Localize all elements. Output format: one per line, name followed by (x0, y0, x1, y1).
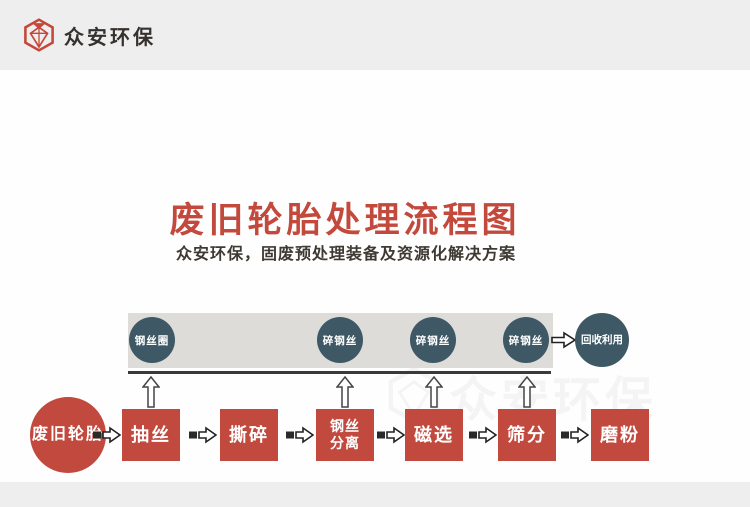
page-title: 废旧轮胎处理流程图 (169, 201, 521, 240)
header: 众安环保 (0, 0, 750, 70)
recycle-circle: 回收利用 (575, 313, 629, 367)
brand[interactable]: 众安环保 (22, 18, 156, 52)
arrow-up-icon (425, 376, 443, 408)
step-box-wire-separation: 钢丝分离 (316, 409, 374, 461)
output-circle-bead-wire: 钢丝圈 (129, 317, 175, 363)
output-circle-crushed-wire-2: 碎钢丝 (410, 317, 456, 363)
step-box-wire-drawing: 抽丝 (122, 409, 180, 461)
step-box-grinding: 磨粉 (591, 409, 649, 461)
arrow-right-icon (93, 426, 121, 444)
arrow-right-icon (561, 426, 589, 444)
page-subtitle: 众安环保，固废预处理装备及资源化解决方案 (175, 246, 516, 263)
arrow-up-icon (142, 376, 160, 408)
arrow-right-hollow-icon (551, 331, 577, 349)
step-box-screening: 筛分 (498, 409, 556, 461)
output-circle-crushed-wire-1: 碎钢丝 (317, 317, 363, 363)
arrow-up-icon (518, 376, 536, 408)
step-box-shredding: 撕碎 (220, 409, 278, 461)
main-canvas: 废旧轮胎处理流程图 众安环保，固废预处理装备及资源化解决方案 众安环保 钢丝圈 … (0, 70, 750, 482)
arrow-right-icon (469, 426, 497, 444)
output-circle-crushed-wire-3: 碎钢丝 (503, 317, 549, 363)
arrow-right-icon (286, 426, 314, 444)
footer-strip (0, 482, 750, 507)
brand-name: 众安环保 (64, 26, 156, 49)
arrow-up-icon (336, 376, 354, 408)
arrow-right-icon (377, 426, 405, 444)
arrow-right-icon (189, 426, 217, 444)
step-box-magnetic-separation: 磁选 (405, 409, 463, 461)
brand-logo-icon (24, 18, 54, 52)
band-underline (128, 371, 551, 374)
